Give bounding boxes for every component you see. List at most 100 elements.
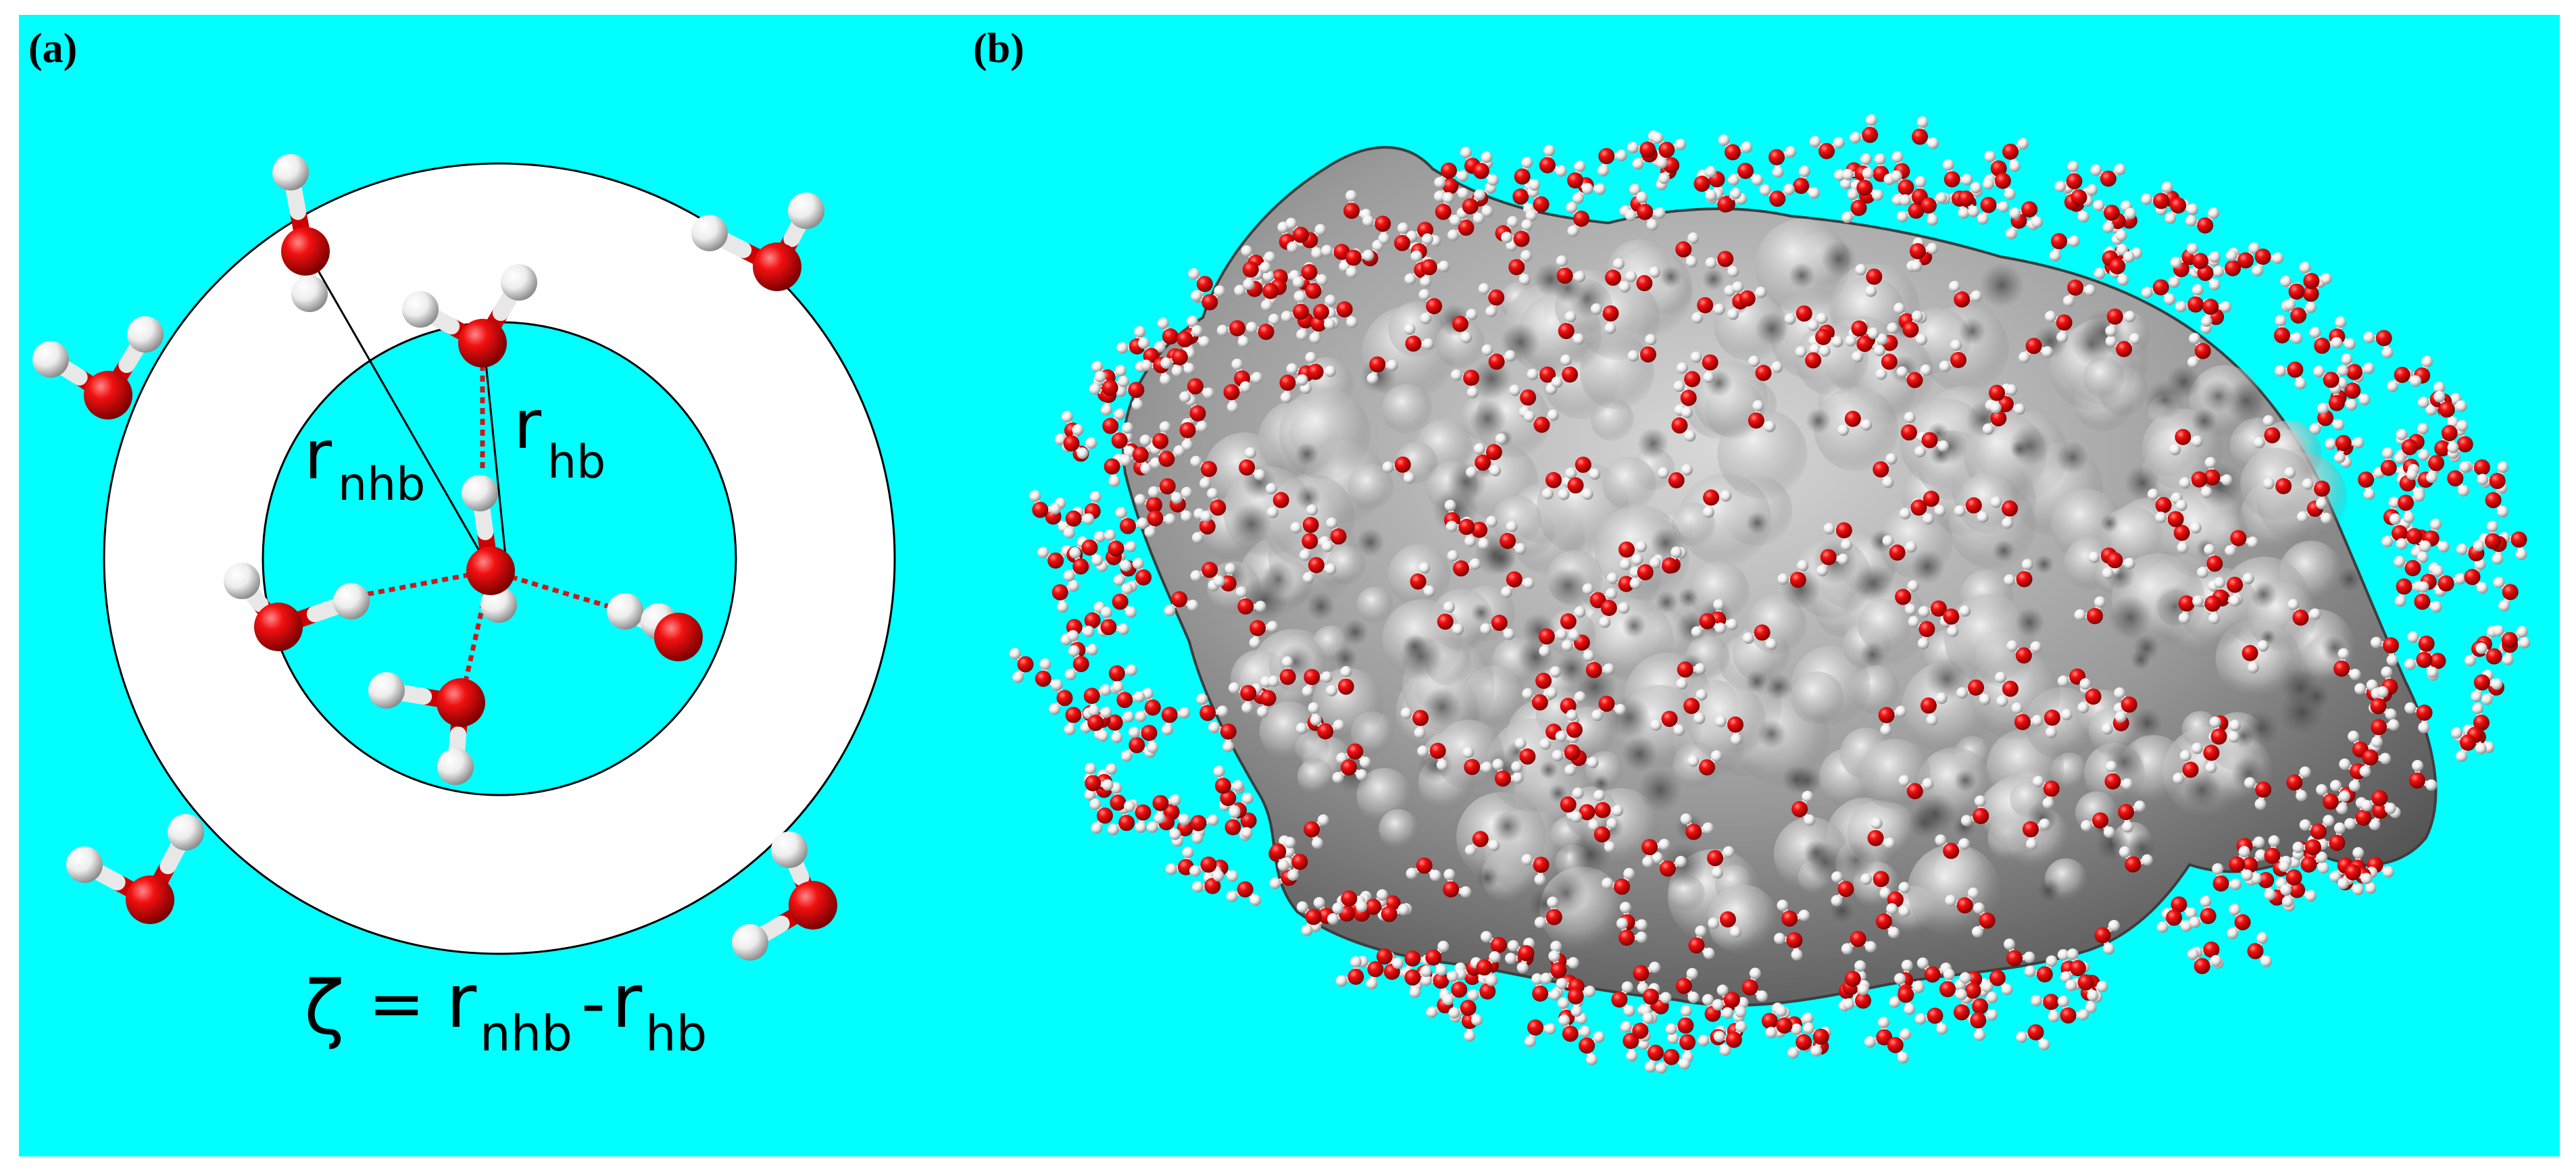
water-molecule-b [1954, 497, 1989, 524]
hydrogen-atom [1809, 343, 1821, 355]
oxygen-atom [1152, 794, 1169, 811]
hydrogen-atom [2362, 362, 2375, 374]
hydrogen-atom [1665, 1023, 1677, 1035]
hydrogen-atom [1558, 488, 1570, 501]
hydrogen-atom [1604, 322, 1616, 334]
water-molecule-b [1160, 349, 1195, 375]
hydrogen-atom [2474, 558, 2486, 570]
hydrogen-atom [1165, 863, 1177, 875]
hydrogen-atom [1505, 952, 1517, 965]
hydrogen-atom [1635, 932, 1648, 944]
hydrogen-atom [1391, 957, 1404, 969]
water-molecule-b [2186, 243, 2221, 270]
water-molecule-b [1443, 869, 1472, 898]
hydrogen-atom [1227, 870, 1239, 882]
hydrogen-atom [1118, 376, 1130, 388]
water-molecule-b [1637, 1038, 1664, 1073]
hydrogen-atom [1652, 852, 1664, 864]
hydrogen-atom [1656, 157, 1668, 169]
oxygen-atom [1443, 881, 1460, 898]
hydrogen-atom [2230, 878, 2242, 890]
hydrogen-atom [1807, 320, 1819, 332]
hydrogen-atom [2299, 819, 2311, 831]
oxygen-atom [1812, 1028, 1829, 1045]
hydrogen-atom [1841, 211, 1854, 224]
water-molecule-b [1083, 684, 1112, 717]
water-molecule-b [2247, 932, 2273, 967]
hydrogen-atom [1918, 606, 1930, 618]
water-molecule-b [1777, 899, 1810, 927]
hydrogen-atom [1147, 486, 1160, 498]
hydrogen-atom [1169, 828, 1181, 840]
hydrogen-atom [1920, 364, 1932, 376]
oxygen-atom [1835, 522, 1852, 539]
hydrogen-atom [1241, 792, 1254, 805]
hydrogen-atom [2045, 726, 2057, 738]
water-molecule-a-6 [368, 672, 485, 785]
oxygen-atom [1598, 695, 1615, 712]
hydrogen-atom [2387, 719, 2400, 731]
oxygen-atom [2171, 896, 2187, 913]
oxygen-atom [2173, 524, 2190, 541]
oxygen-atom [1101, 380, 1118, 397]
hydrogen-atom [1122, 711, 1135, 723]
oxygen-atom [1943, 842, 1960, 859]
hydrogen-atom [1702, 506, 1714, 518]
hydrogen-atom [2114, 163, 2126, 176]
hydrogen-atom [2477, 474, 2489, 486]
hydrogen-atom [2309, 423, 2321, 435]
hydrogen-atom [2407, 631, 2419, 643]
hydrogen-atom [1914, 445, 1927, 457]
hydrogen-atom [1124, 540, 1137, 553]
oxygen-atom [1171, 591, 1188, 608]
hydrogen-atom [1865, 285, 1877, 297]
hydrogen-atom [1974, 795, 1986, 807]
hydrogen-atom [2123, 557, 2135, 569]
oxygen-atom [1106, 714, 1123, 731]
hydrogen-atom [1068, 580, 1080, 592]
oxygen-atom [1279, 669, 1296, 686]
oxygen-atom [1220, 723, 1237, 740]
water-molecule-b [2280, 275, 2305, 311]
hydrogen-atom [2219, 301, 2231, 313]
hydrogen-atom [2364, 882, 2377, 894]
hydrogen-atom [2185, 215, 2197, 227]
hydrogen-atom [1680, 1004, 1692, 1017]
water-molecule-b [1527, 366, 1558, 395]
hydrogen-atom [1791, 949, 1803, 961]
hydrogen-atom [1260, 261, 1272, 274]
water-molecule-b [2433, 390, 2467, 418]
oxygen-atom [1462, 198, 1479, 215]
water-molecule-b [2057, 996, 2089, 1024]
water-molecule-b [2227, 904, 2251, 940]
hydrogen-atom [1619, 901, 1631, 913]
hydrogen-atom [2247, 661, 2259, 673]
hydrogen-atom [1249, 894, 1262, 906]
oxygen-atom [1224, 819, 1241, 836]
water-molecule-b [1774, 932, 1803, 961]
surface-groove [2056, 441, 2089, 474]
hydrogen-atom [2121, 778, 2133, 790]
surface-groove [2279, 690, 2324, 735]
hydrogen-atom [2004, 938, 2016, 950]
surface-groove [2037, 878, 2062, 902]
water-molecule-b [1094, 371, 1130, 397]
hydrogen-atom [2031, 216, 2043, 228]
oxygen-atom [1920, 697, 1937, 714]
hydrogen-atom [1521, 157, 1533, 169]
oxygen-atom [2016, 571, 2033, 588]
oxygen-atom [1308, 557, 1324, 574]
water-molecule-b [1144, 510, 1176, 538]
water-molecule-b [2065, 974, 2099, 1002]
hydrogen-atom [1196, 420, 1208, 432]
water-molecule-b [1434, 178, 1469, 203]
hydrogen-atom [1543, 145, 1556, 157]
hydrogen-atom [272, 154, 309, 190]
oxygen-atom [1889, 544, 1906, 561]
hydrogen-atom [2381, 447, 2394, 459]
oxygen-atom [1272, 492, 1289, 509]
hydrogen-atom [1359, 756, 1371, 768]
hydrogen-atom [2031, 715, 2044, 727]
water-molecule-b [2212, 863, 2242, 892]
hydrogen-atom [1712, 998, 1724, 1011]
